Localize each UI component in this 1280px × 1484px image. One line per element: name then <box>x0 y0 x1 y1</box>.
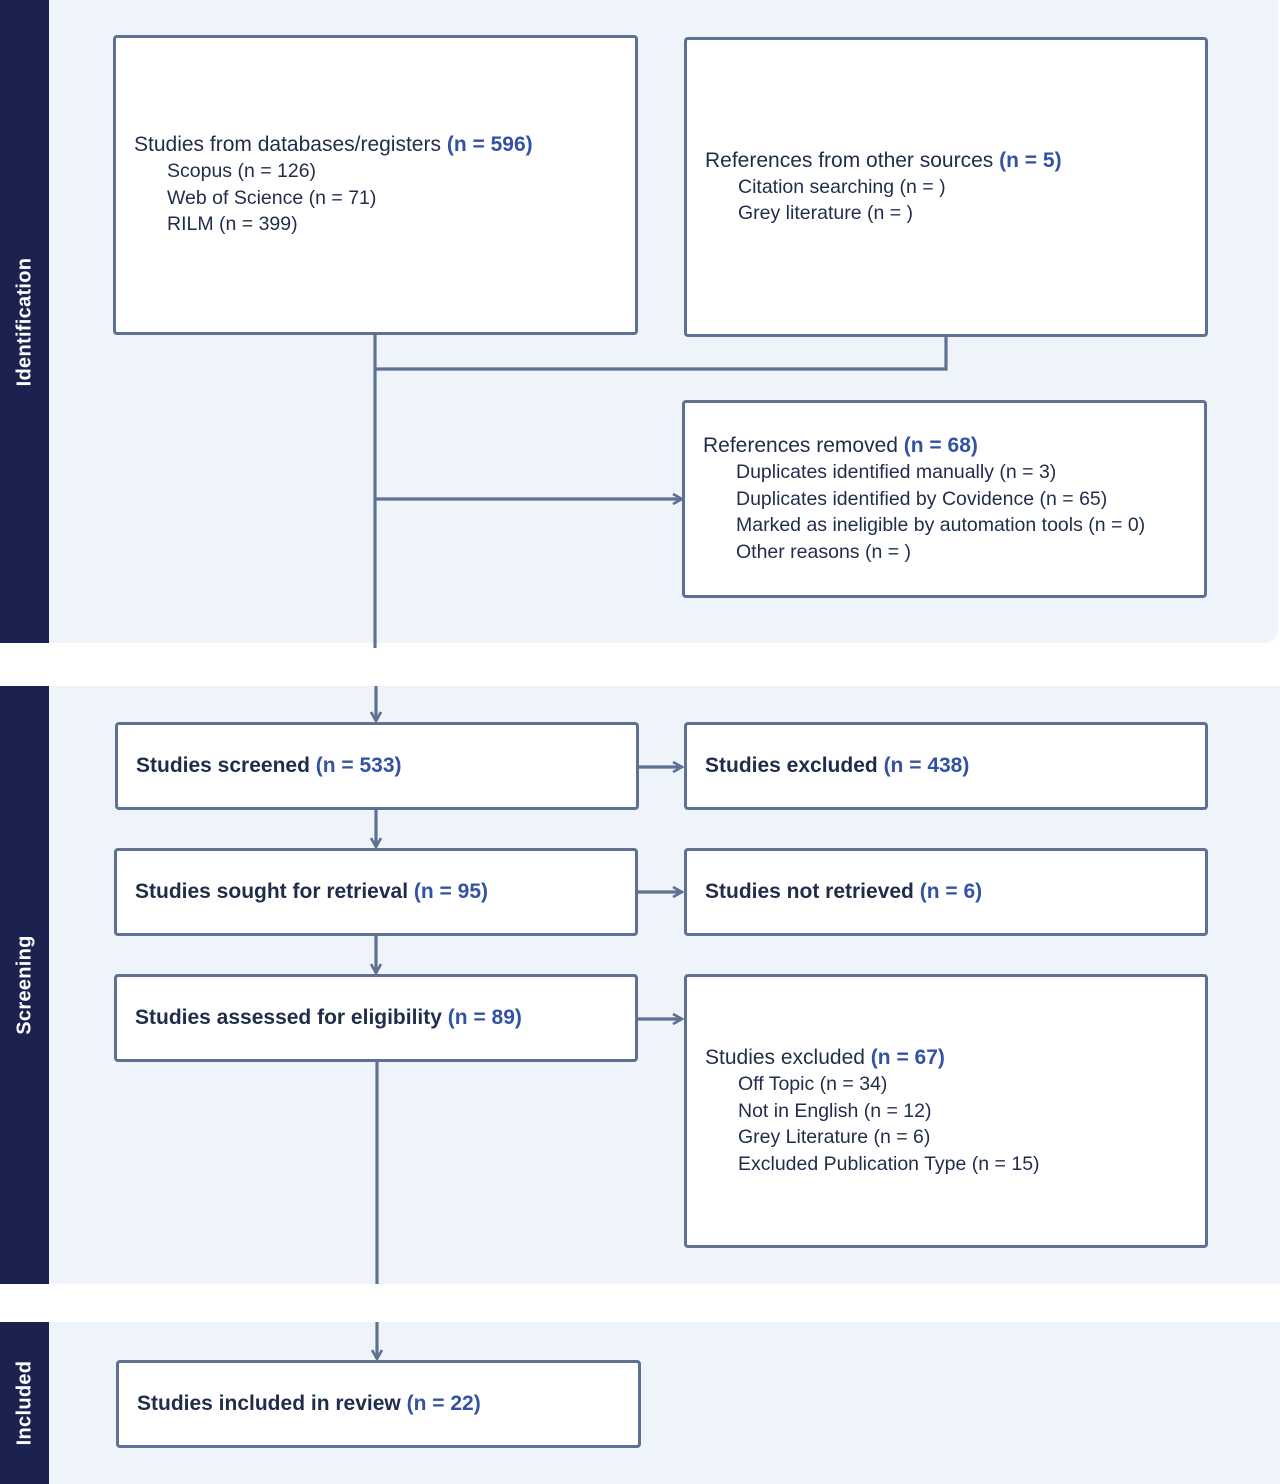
removed-title-line: References removed (n = 68) <box>703 433 1186 459</box>
databases-count: (n = 596) <box>446 133 533 157</box>
excluded-full-item: Not in English (n = 12) <box>738 1099 932 1122</box>
connector-other-sources <box>375 336 948 371</box>
excluded-full-item: Excluded Publication Type (n = 15) <box>738 1152 1040 1175</box>
removed-item: Duplicates identified manually (n = 3) <box>736 461 1057 483</box>
screening-sidebar: Screening <box>0 686 49 1284</box>
other-sources-item: Citation searching (n = ) <box>738 175 946 198</box>
assessed-box: Studies assessed for eligibility (n = 89… <box>114 974 638 1062</box>
databases-title-line: Studies from databases/registers (n = 59… <box>134 132 617 158</box>
databases-title: Studies from databases/registers <box>134 133 441 157</box>
excluded-screen-title: Studies excluded <box>705 754 878 777</box>
removed-item: Other reasons (n = ) <box>736 540 912 563</box>
removed-box: References removed (n = 68) Duplicates i… <box>682 400 1207 598</box>
included-title: Studies included in review <box>137 1392 401 1415</box>
included-title-line: Studies included in review (n = 22) <box>137 1391 620 1417</box>
included-count: (n = 22) <box>406 1392 481 1415</box>
databases-item: RILM (n = 399) <box>167 213 298 236</box>
included-sidebar: Included <box>0 1322 49 1484</box>
excluded-full-box: Studies excluded (n = 67) Off Topic (n =… <box>684 974 1208 1248</box>
assessed-count: (n = 89) <box>447 1006 522 1029</box>
assessed-title-line: Studies assessed for eligibility (n = 89… <box>135 1005 617 1031</box>
screened-box: Studies screened (n = 533) <box>115 722 639 810</box>
identification-sidebar: Identification <box>0 0 49 643</box>
excluded-screen-count: (n = 438) <box>883 754 970 777</box>
other-sources-count: (n = 5) <box>999 148 1062 172</box>
excluded-full-item: Grey Literature (n = 6) <box>738 1126 931 1148</box>
not-retrieved-count: (n = 6) <box>919 880 983 903</box>
excluded-screen-title-line: Studies excluded (n = 438) <box>705 753 1187 779</box>
sought-box: Studies sought for retrieval (n = 95) <box>114 848 638 936</box>
databases-box: Studies from databases/registers (n = 59… <box>113 35 638 335</box>
not-retrieved-title: Studies not retrieved <box>705 880 914 903</box>
databases-item: Scopus (n = 126) <box>167 160 317 183</box>
removed-title: References removed <box>703 434 898 457</box>
not-retrieved-box: Studies not retrieved (n = 6) <box>684 848 1208 936</box>
other-sources-box: References from other sources (n = 5) Ci… <box>684 37 1208 337</box>
sought-title-line: Studies sought for retrieval (n = 95) <box>135 879 617 905</box>
databases-item: Web of Science (n = 71) <box>167 186 377 209</box>
removed-count: (n = 68) <box>903 434 978 457</box>
other-sources-title: References from other sources <box>705 148 994 172</box>
screened-title-line: Studies screened (n = 533) <box>136 753 618 779</box>
assessed-title: Studies assessed for eligibility <box>135 1006 442 1029</box>
included-box: Studies included in review (n = 22) <box>116 1360 641 1448</box>
excluded-full-count: (n = 67) <box>870 1046 945 1069</box>
excluded-full-title: Studies excluded <box>705 1046 865 1069</box>
sought-count: (n = 95) <box>413 880 489 903</box>
other-sources-item: Grey literature (n = ) <box>738 202 914 224</box>
other-sources-title-line: References from other sources (n = 5) <box>705 148 1187 174</box>
screened-count: (n = 533) <box>315 754 402 777</box>
removed-item: Marked as ineligible by automation tools… <box>736 514 1146 536</box>
removed-item: Duplicates identified by Covidence (n = … <box>736 487 1108 510</box>
excluded-full-title-line: Studies excluded (n = 67) <box>705 1045 1187 1071</box>
excluded-screen-box: Studies excluded (n = 438) <box>684 722 1208 810</box>
not-retrieved-title-line: Studies not retrieved (n = 6) <box>705 879 1187 905</box>
excluded-full-item: Off Topic (n = 34) <box>738 1073 888 1095</box>
sought-title: Studies sought for retrieval <box>135 880 409 903</box>
screened-title: Studies screened <box>136 754 310 777</box>
